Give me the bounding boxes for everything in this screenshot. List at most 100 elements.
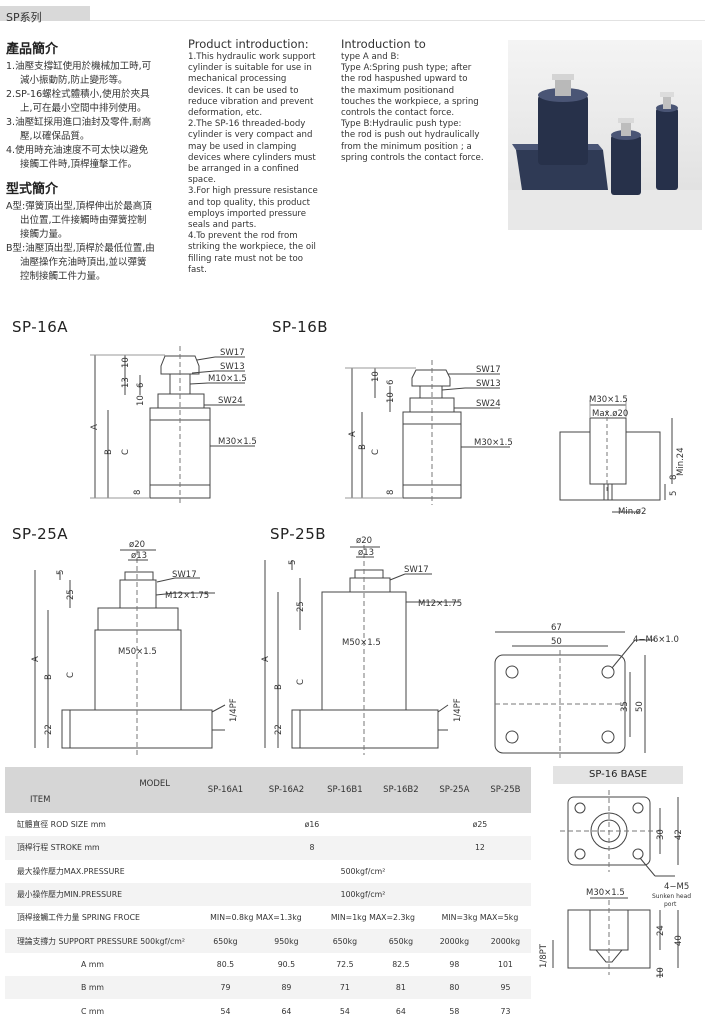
en-intro-line: devices. It can be used to: [188, 85, 299, 96]
mount-min24: Min.24: [676, 447, 686, 476]
page-header: SP系列: [0, 0, 705, 24]
en-intro-line: mechanical processing: [188, 74, 287, 85]
en-types-line: touches the workpiece, a spring: [341, 96, 479, 107]
cn-intro-line: 減小振動防,防止變形等。: [20, 75, 128, 86]
sp25b-dim-25: 25: [296, 601, 306, 612]
sp16a-sw13: SW13: [220, 362, 245, 372]
sp25b-dim-a: A: [261, 656, 271, 662]
sp25a-dim-a: A: [31, 656, 41, 662]
table-cell: 54: [339, 1006, 350, 1016]
en-intro-line: space.: [188, 175, 216, 186]
cn-type-line: 接觸力量。: [20, 229, 68, 240]
table-cell: 12: [428, 836, 531, 860]
sp16b-label: SP-16B: [272, 318, 329, 336]
row-label: 缸體直徑 ROD SIZE mm: [17, 820, 106, 830]
base16-m5: 4−M5: [664, 882, 689, 892]
table-cell: 64: [395, 1006, 406, 1016]
en-intro-line: be arranged in a confined: [188, 164, 299, 175]
en-intro-line: 2.The SP-16 threaded-body: [188, 119, 306, 130]
sp25b-dim-b: B: [274, 684, 284, 690]
table-header-cell: SP-16B2: [372, 767, 429, 813]
base25-m6: 4−M6×1.0: [633, 635, 679, 645]
sp25a-m50: M50×1.5: [118, 647, 157, 657]
table-cell: 100kgf/cm²: [195, 882, 531, 907]
row-label: B mm: [5, 976, 195, 1000]
cn-intro-line: 4.使用時充油速度不可太快以避免: [6, 145, 149, 156]
cn-type-line: 油壓操作充油時頂出,並以彈簧: [20, 257, 147, 268]
table-cell: 89: [255, 976, 317, 1000]
sp25b-dim-5: 5: [288, 560, 298, 565]
en-intro-line: may be used in clamping: [188, 141, 297, 152]
base16-sunken: Sunken head: [652, 893, 691, 900]
sp25a-drawing: [34, 549, 226, 755]
table-cell: 79: [195, 976, 256, 1000]
row-label: A mm: [81, 959, 105, 969]
cn-intro-line: 2.SP-16螺栓式體積小,使用於夾具: [6, 89, 150, 100]
mount-detail-dims: M30×1.5 Max.ø20 Min.24 8 5 Min.ø2: [589, 395, 686, 517]
sp16a-dims: SW17 SW13 M10×1.5 SW24 M30×1.5 A B 10 13…: [90, 348, 257, 495]
base16-dim-10: 10: [656, 967, 666, 978]
sp16b-sw13: SW13: [476, 379, 501, 389]
series-tab: SP系列: [0, 6, 90, 24]
sp25a-dim-5: 5: [56, 570, 66, 575]
sp25a-dim-25: 25: [66, 589, 76, 600]
technical-drawings: SW17 SW13 M10×1.5 SW24 M30×1.5 A B 10 13…: [31, 346, 686, 758]
table-cell: ø16: [304, 820, 320, 830]
table-cell: 650kg: [372, 929, 429, 953]
table-cell: MIN=1kg MAX=2.3kg: [330, 913, 415, 923]
cn-intro-line: 1.油壓支撐缸使用於機械加工時,可: [6, 61, 152, 72]
product-photo-art: [508, 74, 702, 230]
en-types-line: the rod haspushed upward to: [341, 74, 468, 85]
en-intro: Product introduction: 1.This hydraulic w…: [188, 37, 338, 276]
sp25a-sw17: SW17: [172, 570, 197, 580]
row-label: 理論支撐力 SUPPORT PRESSURE 500kgf/cm²: [5, 929, 195, 953]
sp16b-dims: SW17 SW13 SW24 M30×1.5 A B 10 6 10 C 8: [348, 365, 513, 495]
sp25a-dims: ø20 ø13 SW17 M12×1.75 M50×1.5 1/4PF A B …: [31, 540, 239, 735]
sp25a-label: SP-25A: [12, 525, 68, 543]
cn-intro-line: 3.油壓缸採用進口油封及零件,耐高: [6, 117, 152, 128]
table-cell: 58: [449, 1006, 460, 1016]
row-label: 頂桿行程 STROKE mm: [5, 836, 195, 860]
sp25b-phi13: ø13: [358, 548, 374, 558]
cn-type-line: A型:彈簧頂出型,頂桿伸出於最高頂: [6, 201, 152, 212]
en-types-line: Type A:Spring push type; after: [341, 63, 472, 74]
sp16a-dim-6: 6: [136, 383, 146, 388]
base25-dim-35: 35: [620, 701, 630, 712]
table-header-cell: SP-25B: [479, 767, 531, 813]
en-intro-line: filling rate must not be too: [188, 253, 303, 264]
en-types-line: spring controls the contact force.: [341, 152, 484, 163]
en-intro-line: reduce vibration and prevent: [188, 96, 314, 107]
sp16b-dim-b: B: [358, 444, 368, 450]
mount-dim-5: 5: [669, 491, 679, 496]
row-label: C mm: [81, 1006, 105, 1016]
en-types: Introduction to type A and B:Type A:Spri…: [341, 37, 509, 164]
en-types-line: from the minimum position ; a: [341, 141, 472, 152]
sp16b-drawing: [345, 360, 510, 505]
table-header-cell: SP-25A: [428, 767, 480, 813]
base-title: SP-16 BASE: [553, 766, 683, 784]
sp16a-drawing: [90, 346, 255, 505]
table-header-cell: SP-16B1: [316, 767, 373, 813]
en-types-line: Type B:Hydraulic push type:: [341, 119, 462, 130]
base25-dim-50b: 50: [635, 701, 645, 712]
sp16b-sw24: SW24: [476, 399, 501, 409]
cn-intro-line: 接觸工件時,頂桿撞擊工作。: [20, 159, 138, 170]
table-cell: 90.5: [277, 959, 296, 969]
item-label: ITEM: [30, 795, 51, 805]
table-cell: 71: [316, 976, 373, 1000]
table-cell: 650kg: [316, 929, 373, 953]
cn-type-line: 控制接觸工件力量。: [20, 271, 106, 282]
sp16b-dim-8: 8: [386, 490, 396, 495]
table-cell: 64: [281, 1006, 292, 1016]
sp25b-dims: ø20 ø13 SW17 M12×1.75 M50×1.5 1/4PF A B …: [261, 536, 463, 735]
sp16a-dim-10b: 10: [136, 395, 146, 406]
row-label: 頂桿接觸工件力量 SPRING FROCE: [17, 913, 140, 923]
en-intro-line: 4.To prevent the rod from: [188, 231, 298, 242]
en-intro-line: employs imported pressure: [188, 208, 307, 219]
base25-dim-67: 67: [551, 623, 562, 633]
cn-intro-line: 壓,以確保品質。: [20, 131, 90, 142]
